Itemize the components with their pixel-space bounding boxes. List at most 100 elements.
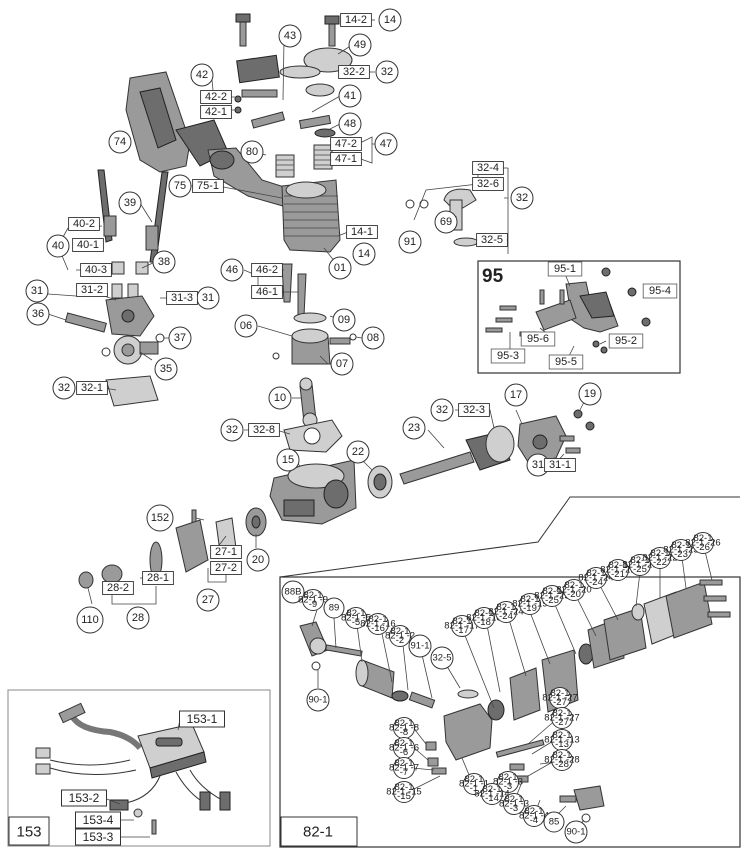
callout-label: 35 <box>160 363 172 375</box>
callout-32c: 32 <box>220 418 244 442</box>
callout-label: 31-2 <box>81 284 103 296</box>
callout-label: 28-2 <box>107 582 129 594</box>
svg-text:82-1: 82-1 <box>550 688 569 699</box>
svg-text:82-1: 82-1 <box>498 772 517 783</box>
box-95: 95 <box>477 260 681 374</box>
callout-label: 32 <box>516 192 528 204</box>
callout-label: 19 <box>584 388 596 400</box>
box-95-label: 95-1 <box>547 261 583 277</box>
box-82-1-callout-82-1-5: 82-1 -582-1-5 <box>341 607 371 629</box>
box-95-label: 95-4 <box>642 283 678 299</box>
svg-text:82-1 -22: 82-1 -22 <box>642 553 677 564</box>
callout-label: 14-1 <box>351 226 373 238</box>
svg-text:82-1: 82-1 <box>693 533 712 544</box>
callout-36: 36 <box>26 302 50 326</box>
callout-74: 74 <box>108 130 132 154</box>
callout-label: 39 <box>124 197 136 209</box>
svg-text:82-1: 82-1 <box>552 708 571 719</box>
callout-label: 09 <box>338 314 350 326</box>
callout-80: 80 <box>240 140 264 164</box>
svg-text:82-1 -17: 82-1 -17 <box>444 621 479 632</box>
svg-text:-18: -18 <box>477 617 491 628</box>
callout-19: 19 <box>578 382 602 406</box>
callout-label: 46 <box>226 264 238 276</box>
callout-label: 37 <box>174 332 186 344</box>
callout-49: 49 <box>348 33 372 57</box>
svg-text:82-1: 82-1 <box>368 614 387 625</box>
box-95-label: 95-3 <box>490 348 526 364</box>
callout-label: 31 <box>202 292 214 304</box>
box-153-label: 153-4 <box>75 811 121 829</box>
callout-28-2: 28-2 <box>102 581 134 595</box>
svg-text:82-1 -24: 82-1 -24 <box>488 607 523 618</box>
callout-label: 32 <box>226 424 238 436</box>
callout-label: 14-2 <box>345 14 367 26</box>
callout-label: 06 <box>240 320 252 332</box>
callout-label: 47-2 <box>335 138 357 150</box>
engine-parts-drawing <box>64 13 595 589</box>
callout-47-1: 47-1 <box>330 152 362 166</box>
svg-text:82-1: 82-1 <box>464 774 483 785</box>
svg-text:95-6: 95-6 <box>527 333 549 345</box>
svg-text:-22: -22 <box>653 557 667 568</box>
svg-text:82-1 -16: 82-1 -16 <box>360 619 395 630</box>
callout-20: 20 <box>246 548 270 572</box>
callout-label: 47-1 <box>335 153 357 165</box>
callout-label: 17 <box>510 389 522 401</box>
callout-label: 08 <box>367 332 379 344</box>
svg-text:91-1: 91-1 <box>410 641 429 652</box>
callout-42: 42 <box>190 63 214 87</box>
svg-text:82-1: 82-1 <box>524 806 543 817</box>
svg-text:82-1 -26: 82-1 -26 <box>685 538 720 549</box>
callout-75-1: 75-1 <box>192 179 224 193</box>
callout-label: 32-8 <box>253 424 275 436</box>
svg-text:-3: -3 <box>510 803 518 814</box>
callout-label: 48 <box>344 118 356 130</box>
svg-text:82-1 -2: 82-1 -2 <box>385 631 415 642</box>
callout-28: 28 <box>126 606 150 630</box>
box-153-label: 153-1 <box>179 710 225 728</box>
callout-label: 32 <box>381 66 393 78</box>
svg-text:82-1: 82-1 <box>630 555 649 566</box>
callout-47: 47 <box>374 132 398 156</box>
svg-text:90-1: 90-1 <box>566 827 585 838</box>
svg-text:32-5: 32-5 <box>432 653 451 664</box>
callout-42-2: 42-2 <box>200 90 232 104</box>
callout-39: 39 <box>118 191 142 215</box>
callout-label: 01 <box>334 262 346 274</box>
callout-32e: 32 <box>430 398 454 422</box>
callout-32-8: 32-8 <box>248 423 280 437</box>
svg-text:82-1 -18: 82-1 -18 <box>466 613 501 624</box>
svg-text:-27: -27 <box>553 697 567 708</box>
callout-label: 75 <box>174 180 186 192</box>
callout-label: 14 <box>358 248 370 260</box>
box-95-label: 95-5 <box>548 354 584 370</box>
callout-40: 40 <box>46 234 70 258</box>
svg-text:82-1: 82-1 <box>394 718 413 729</box>
svg-text:-8: -8 <box>400 727 408 738</box>
callout-06: 06 <box>234 314 258 338</box>
callout-label: 38 <box>158 256 170 268</box>
box-82-1-callout-88B: 88B <box>281 580 305 604</box>
svg-text:-3: -3 <box>504 781 512 792</box>
svg-text:82-1: 82-1 <box>552 730 571 741</box>
callout-40-3: 40-3 <box>80 263 112 277</box>
callout-152: 152 <box>146 504 174 532</box>
callout-label: 28-1 <box>147 572 169 584</box>
svg-text:-19: -19 <box>523 603 537 614</box>
callout-32-4: 32-4 <box>472 161 504 175</box>
callout-32-3: 32-3 <box>458 403 490 417</box>
callout-label: 74 <box>114 136 126 148</box>
callout-91: 91 <box>398 230 422 254</box>
callout-label: 10 <box>274 392 286 404</box>
svg-text:-17: -17 <box>455 625 469 636</box>
svg-text:-5: -5 <box>352 617 360 628</box>
